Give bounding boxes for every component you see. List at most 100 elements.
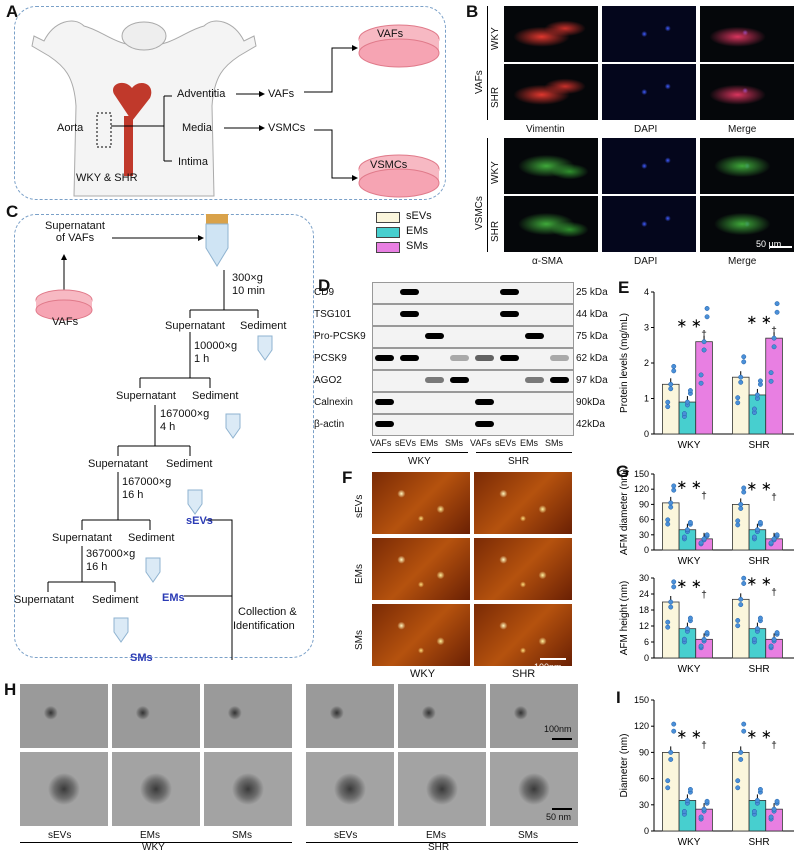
blot-band xyxy=(425,333,444,339)
data-point xyxy=(768,540,774,546)
significance-dagger: † xyxy=(771,587,777,598)
y-tick-label: 60 xyxy=(639,774,649,784)
blot-band xyxy=(525,333,544,339)
blot-row-label: β-actin xyxy=(314,419,345,430)
col-label-dapi: DAPI xyxy=(634,124,658,135)
y-tick-label: 4 xyxy=(644,287,649,297)
vafs-dish-label: VAFs xyxy=(377,28,404,40)
scale-bar xyxy=(770,246,792,248)
blot-row-label: CD9 xyxy=(314,287,335,298)
data-point xyxy=(671,487,677,493)
panel-label-f: F xyxy=(342,468,353,487)
sevs-label: sEVs xyxy=(186,515,213,527)
panel-label-d: D xyxy=(318,276,331,295)
data-point xyxy=(665,404,671,410)
data-point xyxy=(741,581,747,586)
bar-sevs xyxy=(662,383,680,435)
micrograph-dapi-1 xyxy=(602,6,696,62)
y-tick-label: 12 xyxy=(639,621,649,631)
supernatant-of-vafs-label: Supernatant of VAFs xyxy=(45,220,105,244)
data-point xyxy=(768,643,774,649)
tem-image-top xyxy=(20,684,108,748)
col-label-merge2: Merge xyxy=(728,256,757,267)
spin4-time: 16 h xyxy=(122,489,144,501)
sediment-5: Sediment xyxy=(92,594,139,606)
data-point xyxy=(698,372,704,378)
tem-col-label: sEVs xyxy=(48,830,72,841)
adventitia-label: Adventitia xyxy=(177,88,226,100)
afm-image xyxy=(372,604,470,666)
bar-sevs xyxy=(662,752,680,832)
data-point xyxy=(741,575,747,581)
significance-stars: ∗ ∗ xyxy=(746,573,771,588)
micrograph-dapi-7 xyxy=(602,138,696,194)
blot-band xyxy=(525,377,544,383)
data-point xyxy=(771,536,777,542)
data-point xyxy=(754,392,760,398)
aorta-label: Aorta xyxy=(57,122,84,134)
category-label: WKY xyxy=(678,440,701,451)
blot-lane-label: sEVs xyxy=(395,438,417,448)
y-tick-label: 0 xyxy=(644,545,649,555)
data-point xyxy=(665,521,671,527)
data-point xyxy=(738,602,744,608)
panel-label-a: A xyxy=(6,2,19,21)
spin3-time: 4 h xyxy=(160,421,176,433)
data-point xyxy=(668,381,674,387)
data-point xyxy=(738,757,744,762)
data-point xyxy=(668,504,674,510)
significance-dagger: † xyxy=(771,492,777,503)
col-label-dapi2: DAPI xyxy=(634,256,658,267)
blot-band xyxy=(375,399,394,405)
blot-band xyxy=(400,289,419,295)
data-point xyxy=(684,626,690,632)
data-point xyxy=(738,596,744,602)
data-point xyxy=(704,532,710,538)
significance-stars: ∗ ∗ xyxy=(676,576,701,591)
data-point xyxy=(771,335,777,341)
blot-lane-label: EMs xyxy=(420,438,438,448)
data-point xyxy=(698,814,704,820)
legend-label-ems: EMs xyxy=(406,225,428,237)
data-point xyxy=(671,728,677,734)
tem-image-top xyxy=(490,684,578,748)
centrifugation-flow xyxy=(35,214,273,660)
blot-lane-label: SMs xyxy=(545,438,563,448)
sms-label: SMs xyxy=(130,652,153,664)
blot-kda-label: 25 kDa xyxy=(576,287,608,298)
data-point xyxy=(741,489,747,495)
blot-strip xyxy=(372,304,574,326)
afm-image xyxy=(372,472,470,534)
data-point xyxy=(754,626,760,632)
group-bracket-vafs xyxy=(487,6,488,120)
blot-row-label: Pro-PCSK9 xyxy=(314,331,366,342)
collection-label: Collection & xyxy=(238,606,297,618)
data-point xyxy=(768,814,774,820)
data-point xyxy=(704,306,710,311)
data-point xyxy=(704,630,710,636)
afm-row-label: sEVs xyxy=(354,494,365,518)
spin3-speed: 167000×g xyxy=(160,408,210,420)
supernatant-4: Supernatant xyxy=(52,532,112,544)
data-point xyxy=(668,757,674,762)
afm-image xyxy=(474,604,572,666)
blot-group-shr: SHR xyxy=(508,456,530,467)
data-point xyxy=(701,536,707,542)
bar-sevs xyxy=(662,601,680,659)
blot-strip xyxy=(372,282,574,304)
data-point xyxy=(735,785,741,791)
tem-scale-top: 100nm xyxy=(544,724,572,734)
y-tick-label: 2 xyxy=(644,358,649,368)
data-point xyxy=(671,368,677,374)
data-point xyxy=(687,519,693,525)
data-point xyxy=(681,808,687,814)
data-point xyxy=(687,786,693,792)
bar-sms xyxy=(765,337,783,435)
blot-kda-label: 90kDa xyxy=(576,397,605,408)
y-tick-label: 30 xyxy=(639,800,649,810)
blot-group-line xyxy=(372,452,468,453)
blot-band xyxy=(400,311,419,317)
y-tick-label: 18 xyxy=(639,605,649,615)
